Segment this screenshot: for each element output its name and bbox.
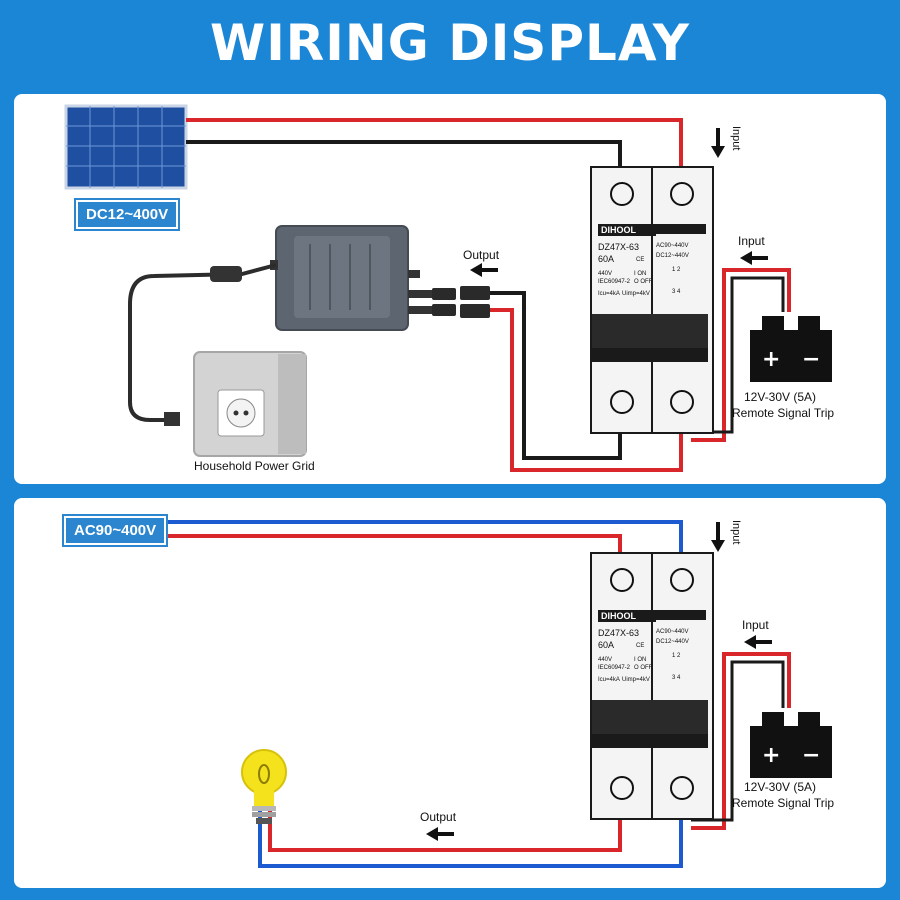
breaker-off: O OFF — [634, 665, 653, 671]
trip-spec-dc: DC12~440V — [656, 253, 689, 259]
battery-icon: + − — [750, 712, 832, 778]
mc4-connectors-icon — [432, 286, 490, 318]
battery-black-wire — [691, 276, 785, 434]
svg-text:+: + — [762, 743, 780, 768]
cable-connector-icon — [210, 266, 242, 282]
breaker-brand: DIHOOL — [598, 610, 656, 622]
breaker-spec-voltage: 440V — [598, 271, 613, 277]
input-down-arrow-icon — [711, 128, 725, 158]
battery-label-trip: Remote Signal Trip — [732, 406, 835, 420]
breaker-on: I ON — [634, 271, 647, 277]
terminal-screw-icon — [670, 390, 694, 414]
battery-black-wire — [691, 660, 785, 822]
output-left-arrow-icon — [470, 263, 498, 277]
breaker-spec-uimp: Uimp=4kV — [622, 291, 650, 297]
output-black-wire — [490, 291, 622, 460]
inverter-icon — [270, 225, 432, 331]
trip-spec-ac: AC90~440V — [656, 243, 689, 249]
trip-terminals-bottom: 3 4 — [672, 675, 681, 681]
breaker-spec-standard: IEC60947-2 — [598, 279, 631, 285]
battery-icon: + − — [750, 316, 832, 382]
solar-black-wire — [186, 140, 622, 168]
trip-terminals-top: 1 2 — [672, 653, 681, 659]
breaker-brand: DIHOOL — [598, 224, 656, 236]
breaker-spec-icu: Icu=4kA — [598, 677, 620, 683]
page-title: WIRING DISPLAY — [210, 14, 690, 72]
trip-terminals-bottom: 3 4 — [672, 289, 681, 295]
terminal-screw-icon — [610, 776, 634, 800]
ac-cable — [128, 263, 277, 422]
output-label: Output — [420, 810, 457, 824]
breaker-device: DIHOOL DZ47X-63 60A CE 440V IEC60947-2 I… — [590, 166, 714, 434]
solar-panel-icon — [64, 104, 188, 190]
source-voltage-tag: DC12~400V — [73, 198, 181, 231]
breaker-divider — [651, 554, 653, 818]
ac-wiring-diagram: + − — [156, 520, 832, 868]
battery-label-trip: Remote Signal Trip — [732, 796, 835, 810]
breaker-ce: CE — [636, 643, 645, 649]
battery-label-voltage: 12V-30V (5A) — [744, 390, 817, 404]
breaker-rating: 60A — [598, 640, 615, 650]
breaker-spec-icu: Icu=4kA — [598, 291, 620, 297]
input-down-arrow-icon — [711, 522, 725, 552]
wall-socket-icon — [164, 351, 307, 457]
output-red-wire — [490, 308, 683, 472]
breaker-model: DZ47X-63 — [598, 628, 640, 638]
trip-spec-dc: DC12~440V — [656, 639, 689, 645]
terminal-screw-icon — [670, 182, 694, 206]
ac-wiring-panel: + − AC90~400V Output Input Input 12V-30V… — [14, 498, 886, 888]
input-left-arrow-icon — [744, 635, 772, 649]
breaker-on: I ON — [634, 657, 647, 663]
breaker-lever-base — [592, 348, 708, 362]
battery-red-wire — [691, 652, 791, 830]
breaker-spec-voltage: 440V — [598, 657, 613, 663]
input-vertical-label: Input — [730, 126, 742, 151]
svg-text:+: + — [762, 347, 780, 372]
terminal-screw-icon — [610, 568, 634, 592]
breaker-divider — [651, 168, 653, 432]
input-vertical-label: Input — [730, 520, 742, 545]
breaker-spec-standard: IEC60947-2 — [598, 665, 631, 671]
breaker-ce: CE — [636, 257, 645, 263]
breaker-off: O OFF — [634, 279, 653, 285]
output-blue-wire — [258, 808, 683, 868]
breaker-spec-uimp: Uimp=4kV — [622, 677, 650, 683]
trip-unit-bar — [656, 610, 706, 620]
trip-unit-bar — [656, 224, 706, 234]
solar-red-wire — [186, 118, 683, 168]
output-label: Output — [463, 248, 500, 262]
battery-red-wire — [691, 268, 791, 442]
input-label: Input — [738, 234, 765, 248]
source-red-wire — [156, 534, 622, 552]
terminal-screw-icon — [610, 390, 634, 414]
svg-text:−: − — [802, 347, 820, 372]
svg-text:−: − — [802, 743, 820, 768]
input-label: Input — [742, 618, 769, 632]
breaker-device: DIHOOL DZ47X-63 60A CE 440V IEC60947-2 I… — [590, 552, 714, 820]
trip-spec-ac: AC90~440V — [656, 629, 689, 635]
dc-wiring-panel: + − DC12~400V Household Power Grid Outpu… — [14, 94, 886, 484]
light-bulb-icon — [241, 749, 287, 824]
terminal-screw-icon — [670, 776, 694, 800]
trip-terminals-top: 1 2 — [672, 267, 681, 273]
grid-label: Household Power Grid — [194, 459, 315, 473]
source-voltage-tag: AC90~400V — [61, 514, 169, 547]
dc-wiring-diagram: + − — [64, 104, 832, 472]
terminal-screw-icon — [610, 182, 634, 206]
input-left-arrow-icon — [740, 251, 768, 265]
breaker-model: DZ47X-63 — [598, 242, 640, 252]
breaker-rating: 60A — [598, 254, 615, 264]
output-left-arrow-icon — [426, 827, 454, 841]
breaker-lever-base — [592, 734, 708, 748]
battery-label-voltage: 12V-30V (5A) — [744, 780, 817, 794]
output-red-wire — [268, 808, 622, 852]
terminal-screw-icon — [670, 568, 694, 592]
source-blue-wire — [156, 520, 683, 552]
